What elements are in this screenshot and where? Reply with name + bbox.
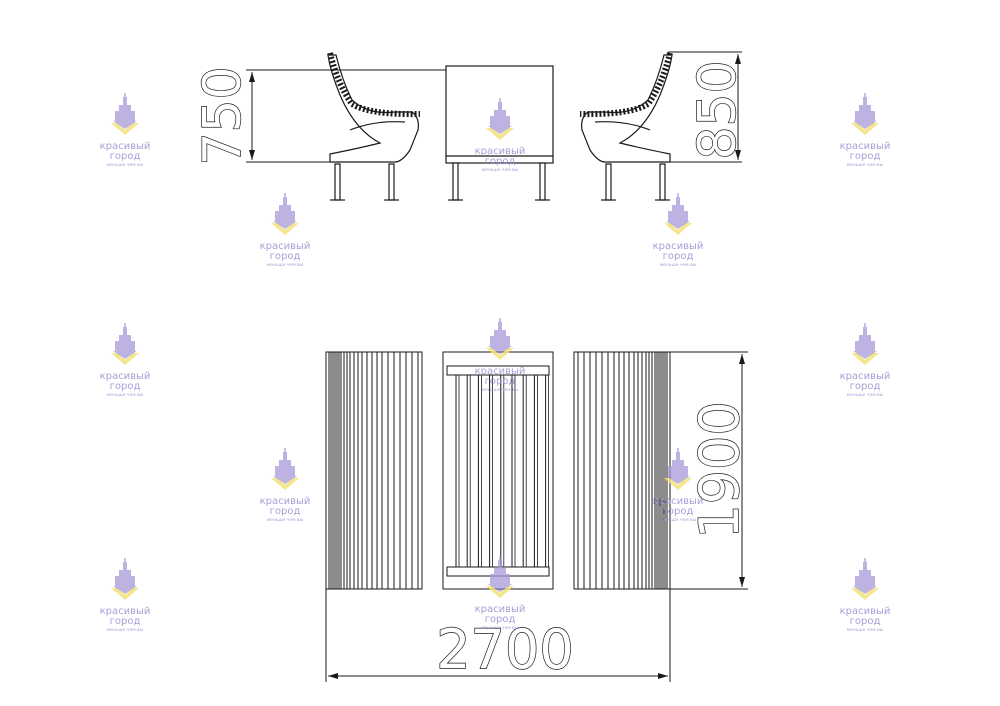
- watermark-line2: город: [270, 506, 301, 517]
- dimension-750: [246, 69, 446, 163]
- right-bench-elevation: [579, 52, 673, 201]
- dimension-1900: [670, 351, 748, 590]
- dimension-2700-label: 2700: [436, 618, 573, 681]
- watermark-line1: красивый: [475, 146, 526, 157]
- watermark-line1: красивый: [840, 606, 891, 617]
- left-bench-elevation: [327, 52, 421, 201]
- watermark-line1: красивый: [100, 371, 151, 382]
- watermark-line2: город: [485, 156, 516, 167]
- watermark-tagline: меньше чем вы: [482, 388, 519, 393]
- watermark-tagline: меньше чем вы: [660, 263, 697, 268]
- watermark-tagline: меньше чем вы: [482, 168, 519, 173]
- right-bench-plan: [573, 351, 671, 590]
- watermark-tagline: меньше чем вы: [847, 163, 884, 168]
- watermark-line2: город: [850, 151, 881, 162]
- watermark-tagline: меньше чем вы: [267, 518, 304, 523]
- watermark-tagline: меньше чем вы: [847, 393, 884, 398]
- watermark-tagline: меньше чем вы: [267, 263, 304, 268]
- watermark-line2: город: [485, 614, 516, 625]
- left-bench-plan: [325, 351, 423, 590]
- watermark-line1: красивый: [260, 496, 311, 507]
- watermark-line1: красивый: [100, 141, 151, 152]
- watermark-line1: красивый: [653, 241, 704, 252]
- dimension-750-label: 750: [193, 66, 253, 165]
- watermark-line2: город: [850, 616, 881, 627]
- watermark-line2: город: [663, 506, 694, 517]
- watermark-tagline: меньше чем вы: [107, 163, 144, 168]
- watermark-tagline: меньше чем вы: [660, 518, 697, 523]
- watermark-tagline: меньше чем вы: [107, 628, 144, 633]
- watermark-line2: город: [270, 251, 301, 262]
- watermark-line1: красивый: [840, 371, 891, 382]
- watermark-line1: красивый: [475, 366, 526, 377]
- watermark-line1: красивый: [260, 241, 311, 252]
- watermark-line2: город: [663, 251, 694, 262]
- dimension-850-label: 850: [688, 60, 748, 159]
- watermark-tagline: меньше чем вы: [482, 626, 519, 631]
- watermark-line2: город: [110, 381, 141, 392]
- watermark-tagline: меньше чем вы: [107, 393, 144, 398]
- watermark-line2: город: [110, 151, 141, 162]
- watermark-line2: город: [110, 616, 141, 627]
- watermark-tagline: меньше чем вы: [847, 628, 884, 633]
- watermark-line2: город: [850, 381, 881, 392]
- watermark-line1: красивый: [840, 141, 891, 152]
- dimension-850: [668, 51, 742, 163]
- dimension-1900-label: 1900: [688, 401, 751, 538]
- watermark-line2: город: [485, 376, 516, 387]
- watermark-line1: красивый: [475, 604, 526, 615]
- watermark-line1: красивый: [100, 606, 151, 617]
- watermark-line1: красивый: [653, 496, 704, 507]
- dimension-2700: [325, 589, 671, 682]
- table-plan: [442, 351, 554, 590]
